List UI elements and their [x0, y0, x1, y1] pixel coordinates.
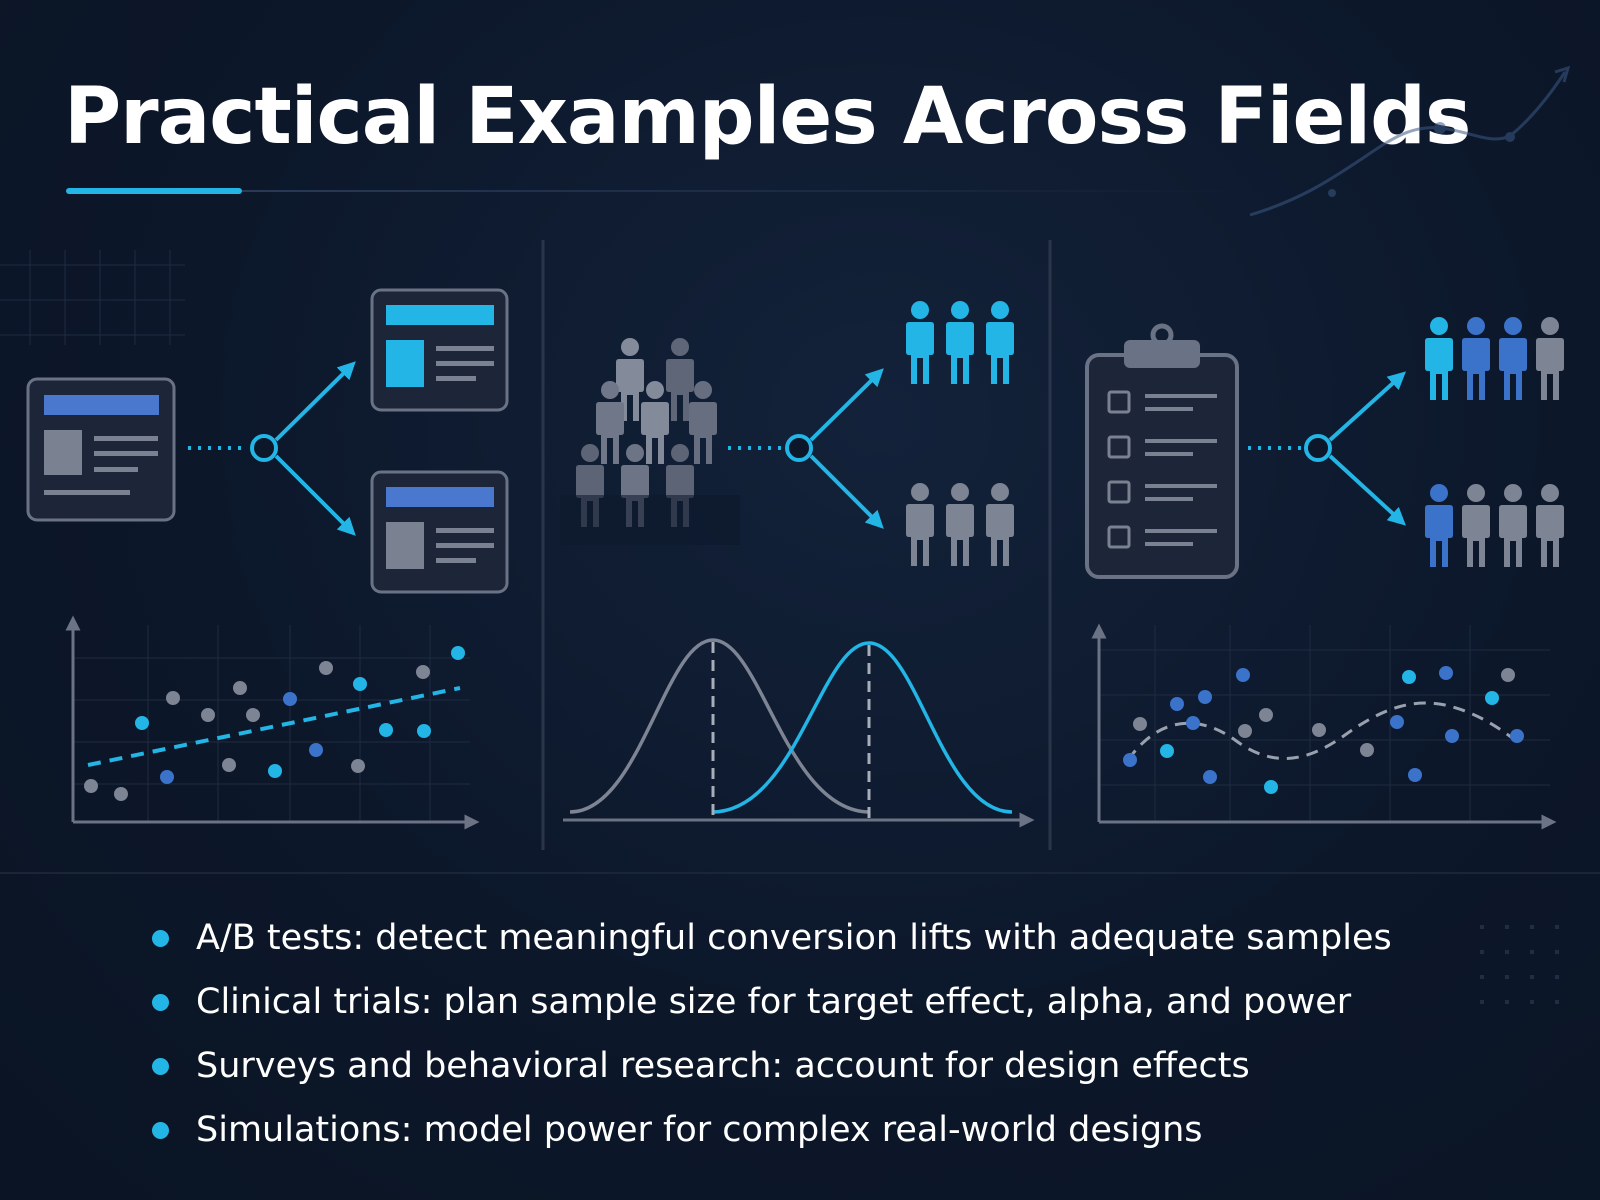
- scatter-point: [166, 691, 180, 705]
- arrow-icon: [1328, 454, 1406, 526]
- scatter-point: [233, 681, 247, 695]
- arrow-icon: [274, 454, 356, 536]
- scatter-point: [1203, 770, 1217, 784]
- split-node-icon: [250, 434, 278, 462]
- scatter-point: [283, 692, 297, 706]
- bullet-text: Surveys and behavioral research: account…: [196, 1046, 1250, 1086]
- scatter-point: [1360, 743, 1374, 757]
- bullet-item: Clinical trials: plan sample size for ta…: [150, 970, 1392, 1034]
- distribution-curves: [563, 638, 1035, 828]
- scatter-point: [1510, 729, 1524, 743]
- survey-panel: [1085, 317, 1564, 830]
- split-node-icon: [1304, 434, 1332, 462]
- scatter-point: [1264, 780, 1278, 794]
- scatter-point: [1186, 716, 1200, 730]
- control-group-icon: [906, 483, 1014, 566]
- decorative-dots-right: [1480, 925, 1559, 1004]
- scatter-plot-trend: [65, 615, 480, 830]
- crowd-fade: [560, 495, 740, 545]
- split-node-icon: [785, 434, 813, 462]
- arrow-icon: [1328, 371, 1407, 442]
- scatter-point: [416, 665, 430, 679]
- scatter-points: [1123, 666, 1524, 794]
- scatter-point: [417, 724, 431, 738]
- scatter-points: [84, 646, 465, 801]
- scatter-point: [1408, 768, 1422, 782]
- bullet-item: A/B tests: detect meaningful conversion …: [150, 906, 1392, 970]
- scatter-point: [1312, 723, 1326, 737]
- scatter-point: [268, 764, 282, 778]
- arrow-icon: [809, 368, 884, 442]
- scatter-point: [1160, 744, 1174, 758]
- bullet-text: A/B tests: detect meaningful conversion …: [196, 918, 1392, 958]
- scatter-point: [451, 646, 465, 660]
- scatter-point: [1439, 666, 1453, 680]
- scatter-point: [1123, 753, 1137, 767]
- scatter-point: [1390, 715, 1404, 729]
- scatter-point: [1133, 717, 1147, 731]
- scatter-point: [379, 723, 393, 737]
- scatter-point: [1236, 668, 1250, 682]
- scatter-point: [353, 677, 367, 691]
- title-underline-rule: [242, 190, 1246, 192]
- bullet-dot-icon: [152, 994, 169, 1011]
- bullet-list: A/B tests: detect meaningful conversion …: [150, 906, 1392, 1162]
- title-underline-accent: [66, 188, 242, 194]
- decorative-trend-line: [1249, 65, 1571, 217]
- webpage-variant-a-icon: [370, 288, 509, 412]
- arrow-icon: [809, 454, 884, 529]
- scatter-point: [1238, 724, 1252, 738]
- scatter-point: [160, 770, 174, 784]
- clinical-trial-panel: [560, 301, 1035, 828]
- scatter-point: [246, 708, 260, 722]
- scatter-point: [1198, 690, 1212, 704]
- scatter-point: [222, 758, 236, 772]
- arrow-icon: [274, 361, 356, 442]
- scatter-point: [1259, 708, 1273, 722]
- treatment-group-icon: [906, 301, 1014, 384]
- scatter-point: [201, 708, 215, 722]
- bullet-dot-icon: [152, 1058, 169, 1075]
- bullet-item: Simulations: model power for complex rea…: [150, 1098, 1392, 1162]
- page-title: Practical Examples Across Fields: [64, 72, 1471, 162]
- scatter-point: [84, 779, 98, 793]
- bullet-dot-icon: [152, 1122, 169, 1139]
- webpage-variant-b-icon: [370, 470, 509, 594]
- sample-group-a-icon: [1425, 317, 1564, 400]
- bullet-text: Simulations: model power for complex rea…: [196, 1110, 1203, 1150]
- scatter-point: [319, 661, 333, 675]
- scatter-point: [1485, 691, 1499, 705]
- bullet-dot-icon: [152, 930, 169, 947]
- scatter-point: [1170, 697, 1184, 711]
- bullet-text: Clinical trials: plan sample size for ta…: [196, 982, 1352, 1022]
- sample-group-b-icon: [1425, 484, 1564, 567]
- scatter-point: [1402, 670, 1416, 684]
- bullet-item: Surveys and behavioral research: account…: [150, 1034, 1392, 1098]
- scatter-point: [135, 716, 149, 730]
- scatter-point: [1445, 729, 1459, 743]
- ab-test-panel: [26, 288, 509, 830]
- webpage-original-icon: [26, 377, 176, 522]
- scatter-point: [351, 759, 365, 773]
- scatter-point: [114, 787, 128, 801]
- scatter-point: [1501, 668, 1515, 682]
- scatter-plot-curve: [1091, 623, 1557, 830]
- decorative-grid-left: [0, 250, 185, 345]
- title-underline: [66, 188, 1246, 194]
- clipboard-checklist-icon: [1085, 323, 1239, 579]
- scatter-point: [309, 743, 323, 757]
